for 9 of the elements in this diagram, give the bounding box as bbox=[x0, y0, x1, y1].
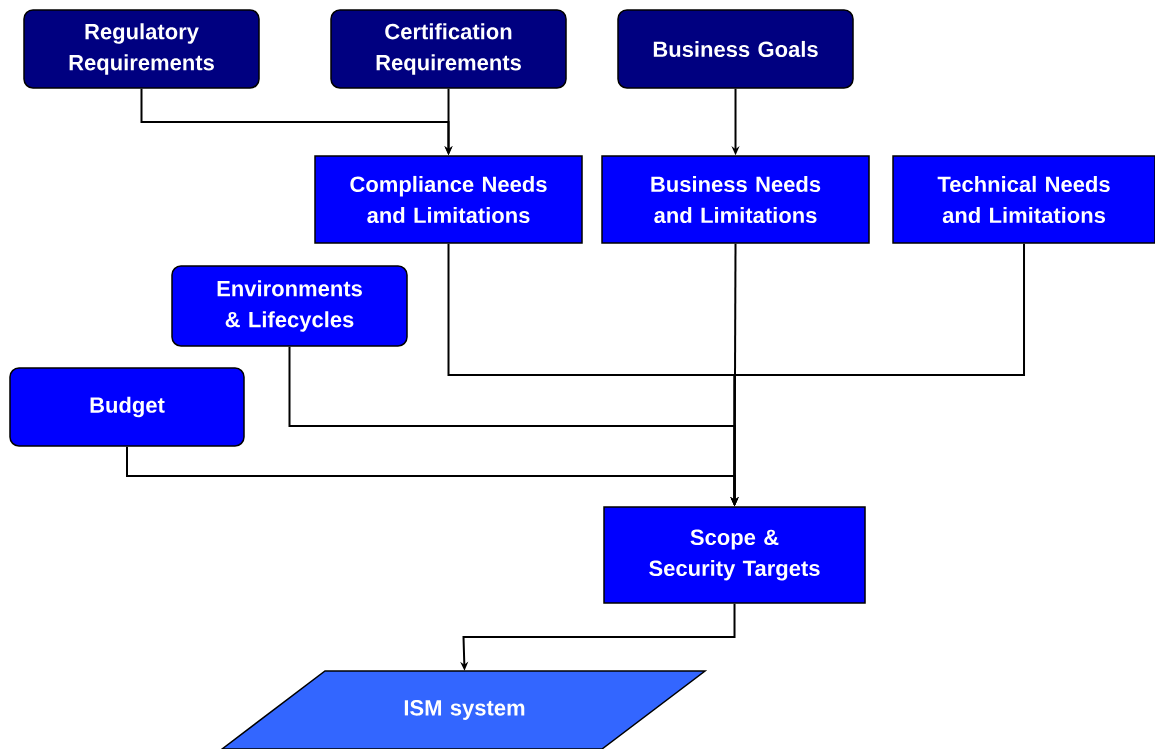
process-box: Compliance Needs and Limitations bbox=[314, 155, 583, 244]
process-box: Technical Needs and Limitations bbox=[892, 155, 1155, 244]
rounded-box: Certification Requirements bbox=[330, 9, 567, 89]
rounded-box: Regulatory Requirements bbox=[23, 9, 260, 89]
rounded-box: Environments & Lifecycles bbox=[171, 265, 408, 347]
rounded-box: Budget bbox=[9, 367, 245, 447]
process-box: Business Needs and Limitations bbox=[601, 155, 870, 244]
process-box: Scope & Security Targets bbox=[603, 506, 866, 604]
rounded-box: Business Goals bbox=[617, 9, 854, 89]
